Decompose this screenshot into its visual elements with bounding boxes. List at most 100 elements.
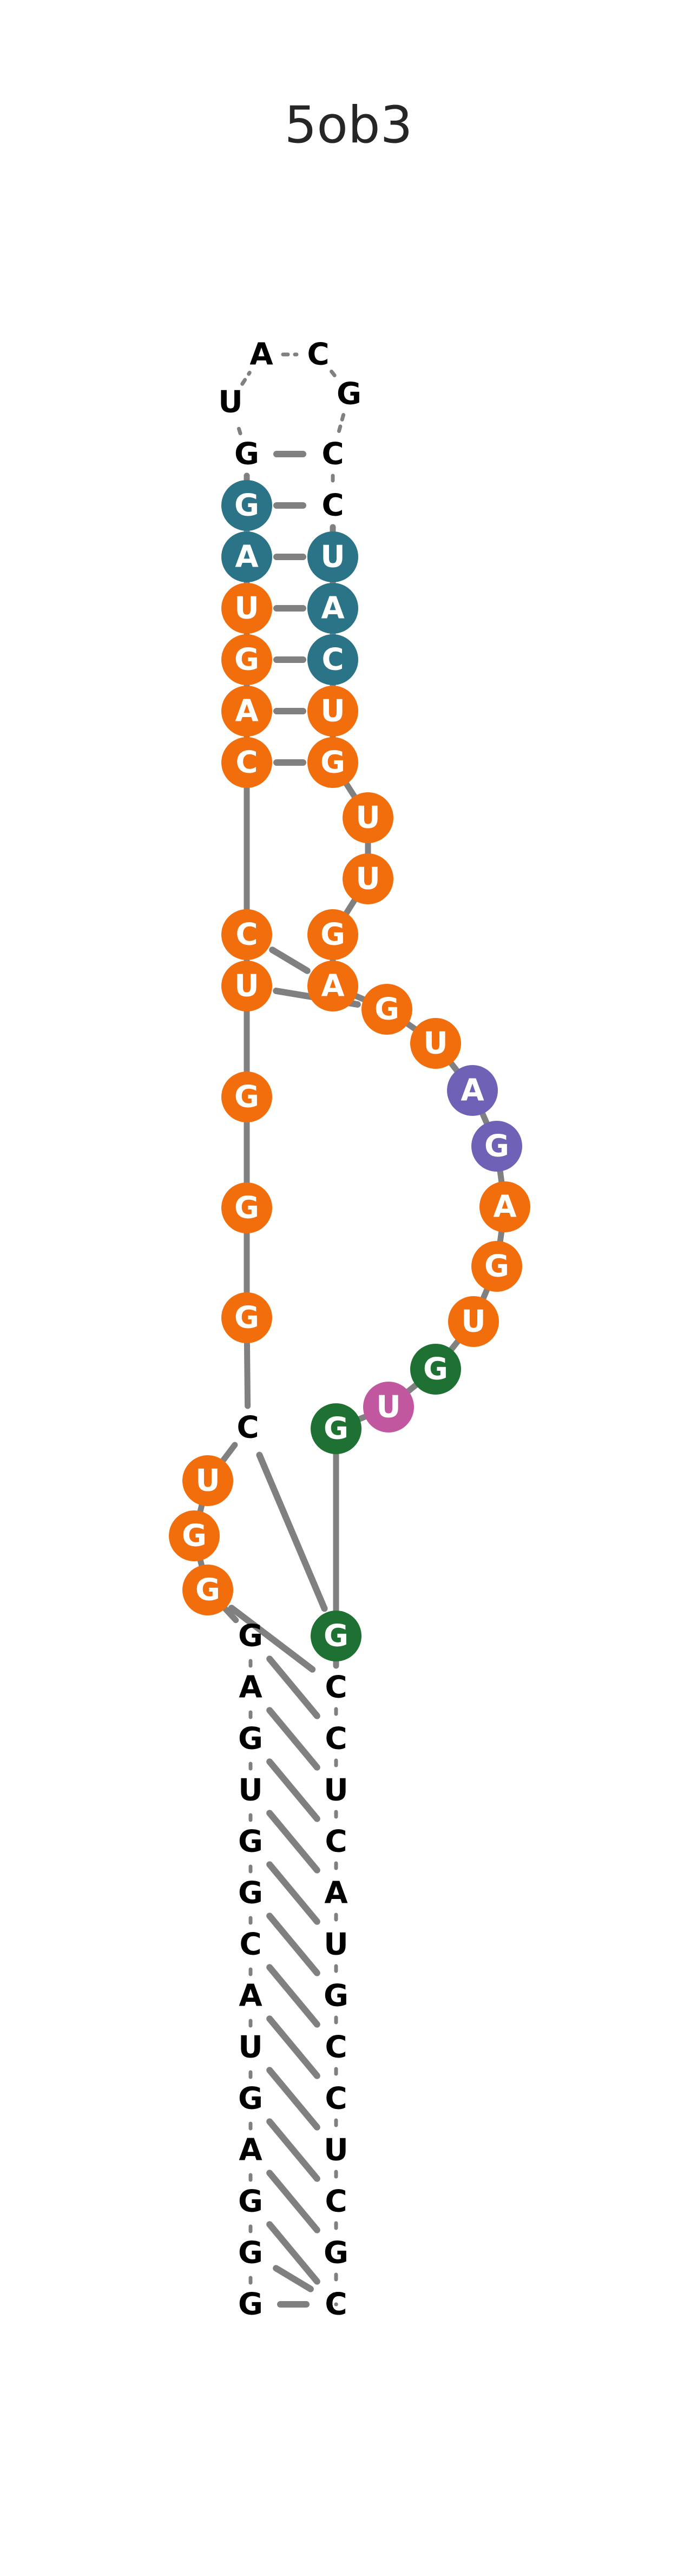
nucleotide-label: U (234, 969, 259, 1004)
nucleotide-label: U (234, 591, 259, 626)
nucleotide: G (221, 1182, 272, 1233)
base-pair-bond (266, 2221, 320, 2285)
nucleotide-label: C (325, 2030, 347, 2065)
nucleotide: G (238, 1721, 263, 1757)
nucleotide-label: A (324, 1876, 348, 1911)
nucleotide: C (325, 2287, 347, 2322)
nucleotide: C (321, 437, 344, 472)
nucleotide-label: G (238, 2287, 263, 2322)
nucleotide-circle (343, 853, 393, 904)
nucleotide-label: U (238, 2030, 262, 2065)
nucleotide-label: U (356, 862, 380, 897)
nucleotide: C (325, 2287, 347, 2322)
nucleotide-label: C (325, 1670, 347, 1705)
nucleotide-circle (361, 984, 412, 1035)
nucleotide: A (221, 531, 272, 582)
nucleotide-label: G (234, 1300, 259, 1336)
backbone-link (336, 413, 346, 435)
nucleotide-label: U (238, 1773, 262, 1808)
nucleotide: A (239, 2133, 262, 2168)
nucleotide-circle (169, 1510, 220, 1561)
nucleotide: G (361, 984, 412, 1035)
nucleotide: U (238, 1773, 262, 1808)
nucleotide-label: A (239, 1979, 262, 2014)
base-pair-bond (266, 1913, 320, 1976)
nucleotide-label: U (324, 1927, 348, 1962)
nucleotide-circle (307, 583, 358, 634)
nucleotide: A (307, 583, 358, 634)
nucleotide-label: C (321, 437, 344, 472)
nucleotide-circle (343, 792, 393, 843)
base-pair-bond (266, 1810, 320, 1874)
nucleotide-label: G (238, 1824, 263, 1859)
nucleotide-label: G (238, 2236, 263, 2271)
nucleotide-circle (221, 737, 272, 788)
nucleotide-label: C (321, 642, 344, 678)
nucleotide-label: U (376, 1390, 400, 1425)
nucleotide: G (169, 1510, 220, 1561)
nucleotide: U (410, 1018, 461, 1069)
nucleotide-circle (221, 909, 272, 960)
nucleotide-circle (448, 1296, 499, 1347)
nucleotide-circle (221, 480, 272, 531)
nucleotide: C (321, 488, 344, 523)
base-pair-bond (228, 1605, 316, 1673)
nucleotide: U (448, 1296, 499, 1347)
nucleotide: G (311, 1403, 361, 1454)
nucleotide: G (234, 437, 259, 472)
nucleotide: G (238, 1619, 263, 1654)
nucleotide-circle (311, 1403, 361, 1454)
nucleotide-circle (221, 1182, 272, 1233)
nucleotide-circle (307, 531, 358, 582)
nucleotide: A (239, 1670, 262, 1705)
nucleotide: A (239, 1979, 262, 2014)
nucleotide-label: U (324, 2133, 348, 2168)
nucleotide: G (221, 1072, 272, 1122)
nucleotide-circle (221, 531, 272, 582)
nucleotide: G (221, 634, 272, 685)
nucleotide-circle (182, 1455, 233, 1506)
nucleotide-label: G (234, 642, 259, 678)
nucleotide-circle (307, 737, 358, 788)
nucleotide: A (221, 686, 272, 737)
nucleotide: U (218, 385, 242, 420)
nucleotide-circle (221, 1292, 272, 1343)
nucleotide-label: G (324, 1619, 348, 1654)
nucleotide-label: A (493, 1190, 517, 1225)
nucleotide-label: C (321, 488, 344, 523)
nucleotide-label: C (325, 2287, 347, 2322)
nucleotide: G (471, 1121, 522, 1172)
nucleotide-label: A (249, 337, 273, 372)
nucleotide: A (324, 1876, 348, 1911)
nucleotide-circle (307, 634, 358, 685)
nucleotide-label: G (374, 992, 399, 1027)
nucleotide-label: G (337, 377, 361, 412)
nucleotide: U (238, 2030, 262, 2065)
base-pair-bond (266, 1707, 320, 1771)
nucleotide: G (324, 2236, 348, 2271)
base-pair-bond (266, 2015, 320, 2079)
base-pair-bond (266, 2067, 320, 2131)
nucleotide-label: G (238, 1876, 263, 1911)
nucleotide-label: U (356, 800, 380, 836)
base-pair-bond (266, 1758, 320, 1822)
nucleotide-circle (221, 961, 272, 1011)
nucleotide-label: G (238, 1619, 263, 1654)
nucleotide-label: A (239, 1670, 262, 1705)
nucleotide: G (471, 1241, 522, 1292)
nucleotide-label: U (461, 1304, 485, 1339)
nucleotide-label: G (234, 1191, 259, 1226)
nucleotide-circle (471, 1241, 522, 1292)
base-pair-bond (266, 1964, 320, 2028)
nucleotide-label: A (321, 591, 345, 626)
nucleotide: G (324, 1979, 348, 2014)
nucleotide-circle (221, 634, 272, 685)
nucleotide: U (363, 1382, 414, 1432)
nucleotide: G (337, 377, 361, 412)
nucleotide-label: G (234, 1080, 259, 1115)
nucleotide: C (236, 1410, 259, 1445)
nucleotide: U (307, 531, 358, 582)
nucleotide: U (182, 1455, 233, 1506)
nucleotide: C (325, 2287, 347, 2322)
